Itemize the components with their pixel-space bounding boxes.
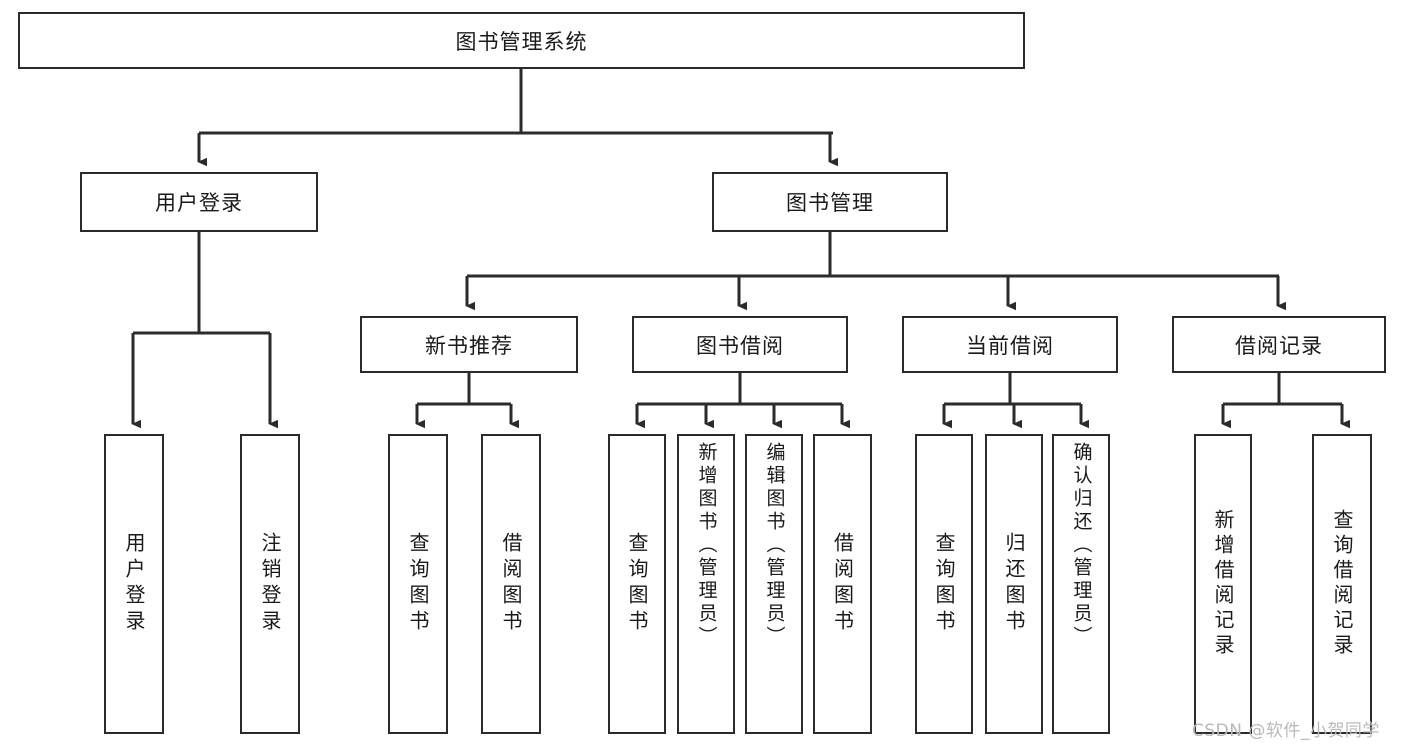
node-book-borrow[interactable]: 图书借阅 xyxy=(632,316,848,373)
node-leaf-query-record-label: 查询借阅记录 xyxy=(1330,509,1354,659)
node-borrow-record[interactable]: 借阅记录 xyxy=(1172,316,1386,373)
node-leaf-borrow-book-1[interactable]: 借阅图书 xyxy=(481,434,541,734)
node-leaf-add-record[interactable]: 新增借阅记录 xyxy=(1194,434,1252,734)
node-leaf-query-book-1-label: 查询图书 xyxy=(406,532,430,636)
node-leaf-edit-book-label: 编辑图书（管理员） xyxy=(763,442,786,649)
node-root[interactable]: 图书管理系统 xyxy=(18,12,1025,69)
node-root-label: 图书管理系统 xyxy=(455,29,588,54)
node-book-borrow-label: 图书借阅 xyxy=(696,333,784,358)
node-leaf-query-book-3-label: 查询图书 xyxy=(932,532,956,636)
node-leaf-query-book-1[interactable]: 查询图书 xyxy=(388,434,448,734)
node-leaf-user-login-label: 用户登录 xyxy=(122,532,146,636)
node-leaf-add-book-label: 新增图书（管理员） xyxy=(695,442,718,649)
node-borrow-record-label: 借阅记录 xyxy=(1235,333,1323,358)
node-leaf-confirm-return-label: 确认归还（管理员） xyxy=(1070,442,1093,649)
node-new-book-recommend-label: 新书推荐 xyxy=(425,333,513,358)
node-leaf-confirm-return[interactable]: 确认归还（管理员） xyxy=(1052,434,1110,734)
node-book-manage-label: 图书管理 xyxy=(786,191,874,215)
node-leaf-query-book-2-label: 查询图书 xyxy=(625,532,649,636)
node-leaf-query-book-2[interactable]: 查询图书 xyxy=(608,434,666,734)
node-leaf-edit-book[interactable]: 编辑图书（管理员） xyxy=(745,434,803,734)
node-current-borrow[interactable]: 当前借阅 xyxy=(902,316,1118,373)
node-current-borrow-label: 当前借阅 xyxy=(966,333,1054,358)
node-leaf-logout[interactable]: 注销登录 xyxy=(240,434,300,734)
node-leaf-user-login[interactable]: 用户登录 xyxy=(104,434,164,734)
node-leaf-query-record[interactable]: 查询借阅记录 xyxy=(1312,434,1372,734)
node-book-manage[interactable]: 图书管理 xyxy=(712,172,948,232)
node-leaf-query-book-3[interactable]: 查询图书 xyxy=(915,434,973,734)
node-leaf-add-record-label: 新增借阅记录 xyxy=(1211,509,1235,659)
node-new-book-recommend[interactable]: 新书推荐 xyxy=(360,316,578,373)
node-leaf-borrow-book-1-label: 借阅图书 xyxy=(499,532,523,636)
node-user-login[interactable]: 用户登录 xyxy=(80,172,318,232)
node-user-login-label: 用户登录 xyxy=(155,191,243,215)
node-leaf-logout-label: 注销登录 xyxy=(258,532,282,636)
node-leaf-add-book[interactable]: 新增图书（管理员） xyxy=(677,434,735,734)
node-leaf-return-book-label: 归还图书 xyxy=(1002,532,1026,636)
node-leaf-borrow-book-2[interactable]: 借阅图书 xyxy=(813,434,872,734)
node-leaf-return-book[interactable]: 归还图书 xyxy=(985,434,1043,734)
node-leaf-borrow-book-2-label: 借阅图书 xyxy=(830,532,855,636)
csdn-watermark: CSDN @软件_小贺同学 xyxy=(1192,721,1380,741)
